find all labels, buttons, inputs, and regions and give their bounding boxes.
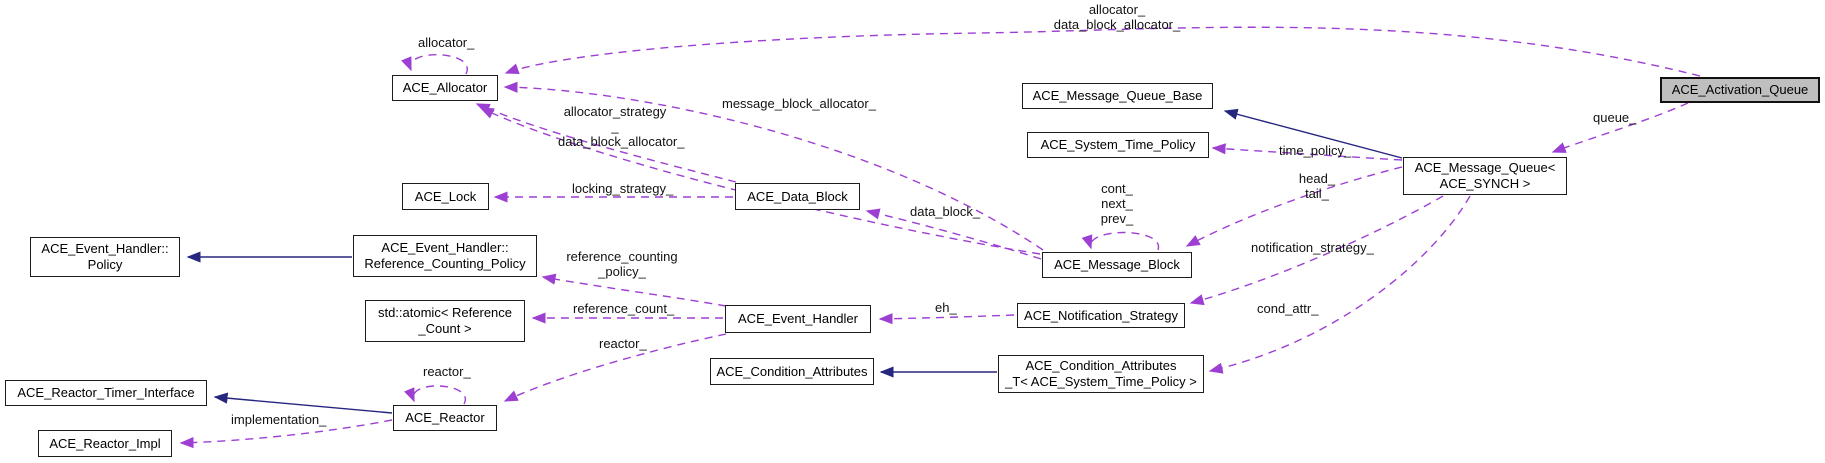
node-ace-reactor-impl[interactable]: ACE_Reactor_Impl <box>38 430 172 457</box>
edge-label-cont-next-prev: cont_ next_ prev_ <box>1100 181 1134 226</box>
node-ace-system-time-policy[interactable]: ACE_System_Time_Policy <box>1027 132 1209 158</box>
edge-label-allocator-data-block-allocator: allocator_ data_block_allocator_ <box>1053 2 1181 32</box>
node-ace-activation-queue: ACE_Activation_Queue <box>1660 77 1820 103</box>
edge-label-allocator-strategy: allocator_strategy _ <box>563 104 667 134</box>
edge-allocator-data-block-allocator <box>504 26 1701 77</box>
edge-label-eh: eh_ <box>935 300 957 315</box>
edge-label-queue: queue_ <box>1593 110 1637 125</box>
node-ace-message-block[interactable]: ACE_Message_Block <box>1042 252 1192 278</box>
node-ace-event-handler[interactable]: ACE_Event_Handler <box>725 305 871 333</box>
node-ace-allocator[interactable]: ACE_Allocator <box>392 75 498 101</box>
edge-label-reference-counting-policy: reference_counting _policy_ <box>566 249 678 279</box>
node-ace-notification-strategy[interactable]: ACE_Notification_Strategy <box>1017 303 1185 328</box>
node-ace-event-handler-policy[interactable]: ACE_Event_Handler:: Policy <box>30 237 180 277</box>
edge-label-allocator-self: allocator_ <box>418 35 475 50</box>
edge-inherit-message-queue-base <box>1223 108 1403 159</box>
edge-reactor <box>503 333 727 402</box>
edge-implementation <box>179 419 393 449</box>
edge-reference-counting-policy <box>541 273 727 307</box>
edge-label-data-block-allocator: data_block_allocator_ <box>558 134 685 149</box>
edge-label-time-policy: time_policy_ <box>1279 143 1352 158</box>
edge-label-implementation: implementation_ <box>231 412 327 427</box>
edge-data-block <box>865 208 1042 260</box>
edge-allocator-self-loop <box>401 54 468 75</box>
node-ace-data-block[interactable]: ACE_Data_Block <box>735 183 860 210</box>
edge-label-data-block: data_block_ <box>910 204 981 219</box>
edge-notification-strategy <box>1189 195 1444 306</box>
node-ace-lock[interactable]: ACE_Lock <box>402 183 489 210</box>
edge-label-notification-strategy: notification_strategy_ <box>1251 240 1374 255</box>
edge-head-tail <box>1185 166 1403 247</box>
node-ace-message-queue-base[interactable]: ACE_Message_Queue_Base <box>1022 83 1213 109</box>
edge-cond-attr <box>1208 195 1471 374</box>
edge-inherit-reactor-timer-interface <box>213 392 393 414</box>
node-ace-reactor[interactable]: ACE_Reactor <box>393 405 497 431</box>
edge-label-locking-strategy: locking_strategy_ <box>572 181 674 196</box>
node-ace-message-queue[interactable]: ACE_Message_Queue< ACE_SYNCH > <box>1403 157 1567 195</box>
edge-label-reference-count: reference_count_ <box>573 301 675 316</box>
edge-label-head-tail: head_ tail_ <box>1298 171 1336 201</box>
edge-allocator-strategy <box>475 103 737 183</box>
edge-label-reactor-self: reactor_ <box>423 364 471 379</box>
edge-label-reactor: reactor_ <box>599 336 647 351</box>
edge-cont-next-prev-self-loop <box>1081 231 1159 251</box>
node-ace-reactor-timer-interface[interactable]: ACE_Reactor_Timer_Interface <box>5 380 207 406</box>
node-ace-condition-attributes[interactable]: ACE_Condition_Attributes <box>710 358 874 385</box>
edge-data-block-allocator <box>479 107 1041 255</box>
edge-eh <box>878 313 1015 325</box>
edge-queue <box>1551 102 1689 153</box>
edge-label-cond-attr: cond_attr_ <box>1257 301 1319 316</box>
edge-label-message-block-allocator: message_block_allocator_ <box>722 96 876 111</box>
node-ace-condition-attributes-t[interactable]: ACE_Condition_Attributes _T< ACE_System_… <box>998 355 1204 393</box>
edge-reactor-self-loop <box>404 385 467 405</box>
edge-message-block-allocator <box>503 81 1044 251</box>
node-std-atomic-reference-count[interactable]: std::atomic< Reference _Count > <box>365 300 525 342</box>
node-ace-reference-counting-policy[interactable]: ACE_Event_Handler:: Reference_Counting_P… <box>353 235 537 277</box>
